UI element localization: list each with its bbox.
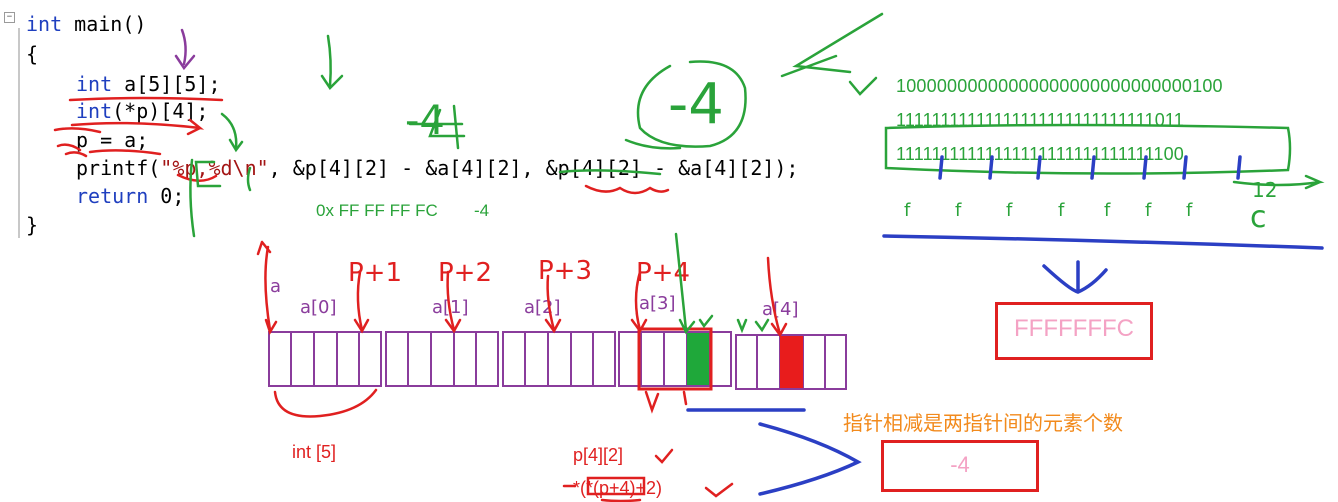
annotation-minus4-big: -4: [668, 72, 724, 137]
hex-digit: f: [955, 200, 962, 221]
hex-digit: f: [1006, 200, 1013, 221]
code-keyword: int: [76, 99, 113, 123]
code-line-7: return 0;: [76, 182, 184, 210]
code-text: main(): [62, 12, 147, 36]
annotation-hex-result: 0x FF FF FF FC: [316, 201, 438, 220]
label-p1: P+1: [348, 258, 403, 288]
code-keyword: int: [26, 12, 63, 36]
code-line-5: p = a;: [76, 128, 149, 152]
code-keyword: return: [76, 184, 149, 208]
code-text: 0;: [148, 184, 185, 208]
array-row-a2: [502, 331, 616, 387]
hex-digit: f: [1104, 200, 1111, 221]
code-text: a[5][5];: [112, 72, 221, 96]
code-text: , &p[4][2] - &a[4][2], &p[4][2] - &a[4][…: [268, 156, 799, 180]
annotation-int-result: -4: [474, 201, 490, 220]
code-text: (*p)[4];: [112, 99, 209, 123]
annotation-twelve: 12: [1252, 178, 1278, 202]
array-row-a1: [385, 331, 499, 387]
code-line-1: int main(): [26, 10, 146, 38]
hex-result-text: FFFFFFFC: [1014, 315, 1134, 342]
label-p42: p[4][2]: [573, 445, 624, 465]
result-text: -4: [950, 452, 970, 477]
highlight-cell-red: [780, 336, 803, 388]
code-line-8: }: [26, 213, 39, 237]
row-label-a0: a[0]: [300, 297, 337, 318]
hex-digit-last: c: [1250, 200, 1267, 235]
hex-result-box: FFFFFFFC: [995, 302, 1153, 360]
code-line-6: printf("%p,%d\n", &p[4][2] - &a[4][2], &…: [76, 154, 798, 182]
label-int5: int [5]: [292, 442, 337, 462]
code-line-3: int a[5][5];: [76, 70, 221, 98]
fold-toggle-icon[interactable]: −: [4, 12, 15, 23]
row-label-a3: a[3]: [639, 293, 676, 314]
binary-line-3: 11111111111111111111111111111100: [896, 144, 1185, 164]
row-label-a4: a[4]: [762, 299, 799, 320]
code-gutter: [18, 28, 20, 238]
hex-digit: f: [904, 200, 911, 221]
hex-digit: f: [1186, 200, 1193, 221]
code-line-4: int(*p)[4];: [76, 97, 208, 125]
code-keyword: int: [76, 72, 113, 96]
result-box: -4: [881, 440, 1039, 492]
binary-line-1: 10000000000000000000000000000100: [896, 76, 1223, 96]
array-row-a3: [618, 331, 732, 387]
hex-digit: f: [1058, 200, 1065, 221]
array-row-a0: [268, 331, 382, 387]
pointer-subtraction-note: 指针相减是两指针间的元素个数: [843, 411, 1123, 435]
highlight-cell-green: [687, 333, 709, 385]
label-a: a: [270, 276, 282, 297]
code-text: printf(: [76, 156, 161, 180]
hex-digit: f: [1145, 200, 1152, 221]
code-line-2: {: [26, 42, 39, 66]
